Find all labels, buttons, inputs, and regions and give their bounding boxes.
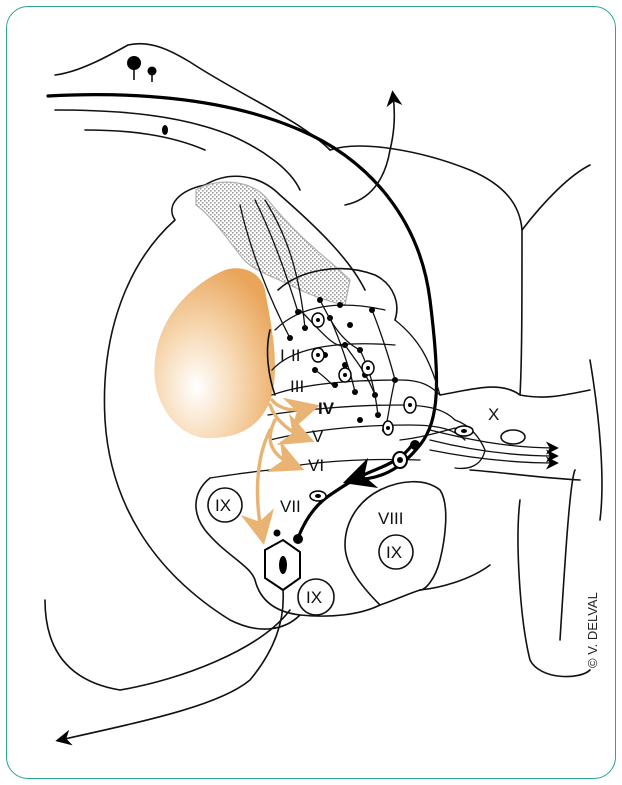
lamina-v-label: V — [312, 427, 324, 446]
ascending-tract-arrow — [345, 95, 394, 205]
cord-outline — [45, 146, 602, 690]
central-canal — [501, 430, 525, 444]
lamina-vi-label: VI — [308, 456, 324, 475]
motor-neuron — [60, 540, 300, 740]
lamina-ii-label: II — [291, 346, 300, 365]
lamina-i-label: I — [280, 346, 285, 365]
ganglion-cell-small-icon — [162, 125, 168, 135]
lamina-ix-left-label: IX — [215, 496, 231, 515]
ventral-root-fibers — [400, 428, 555, 463]
lamina-vii-label: VII — [280, 497, 301, 516]
lamina-x-label: X — [488, 405, 499, 424]
copyright-credit: © V. DELVAL — [585, 592, 600, 668]
orange-region — [154, 268, 275, 438]
lamina-ix-bottom-label: IX — [306, 588, 322, 607]
lamina-viii-label: VIII — [378, 509, 404, 528]
lamina-ix-right-label: IX — [386, 543, 402, 562]
lamina-iv-label: IV — [318, 399, 335, 418]
lamina-iii-label: III — [290, 377, 304, 396]
